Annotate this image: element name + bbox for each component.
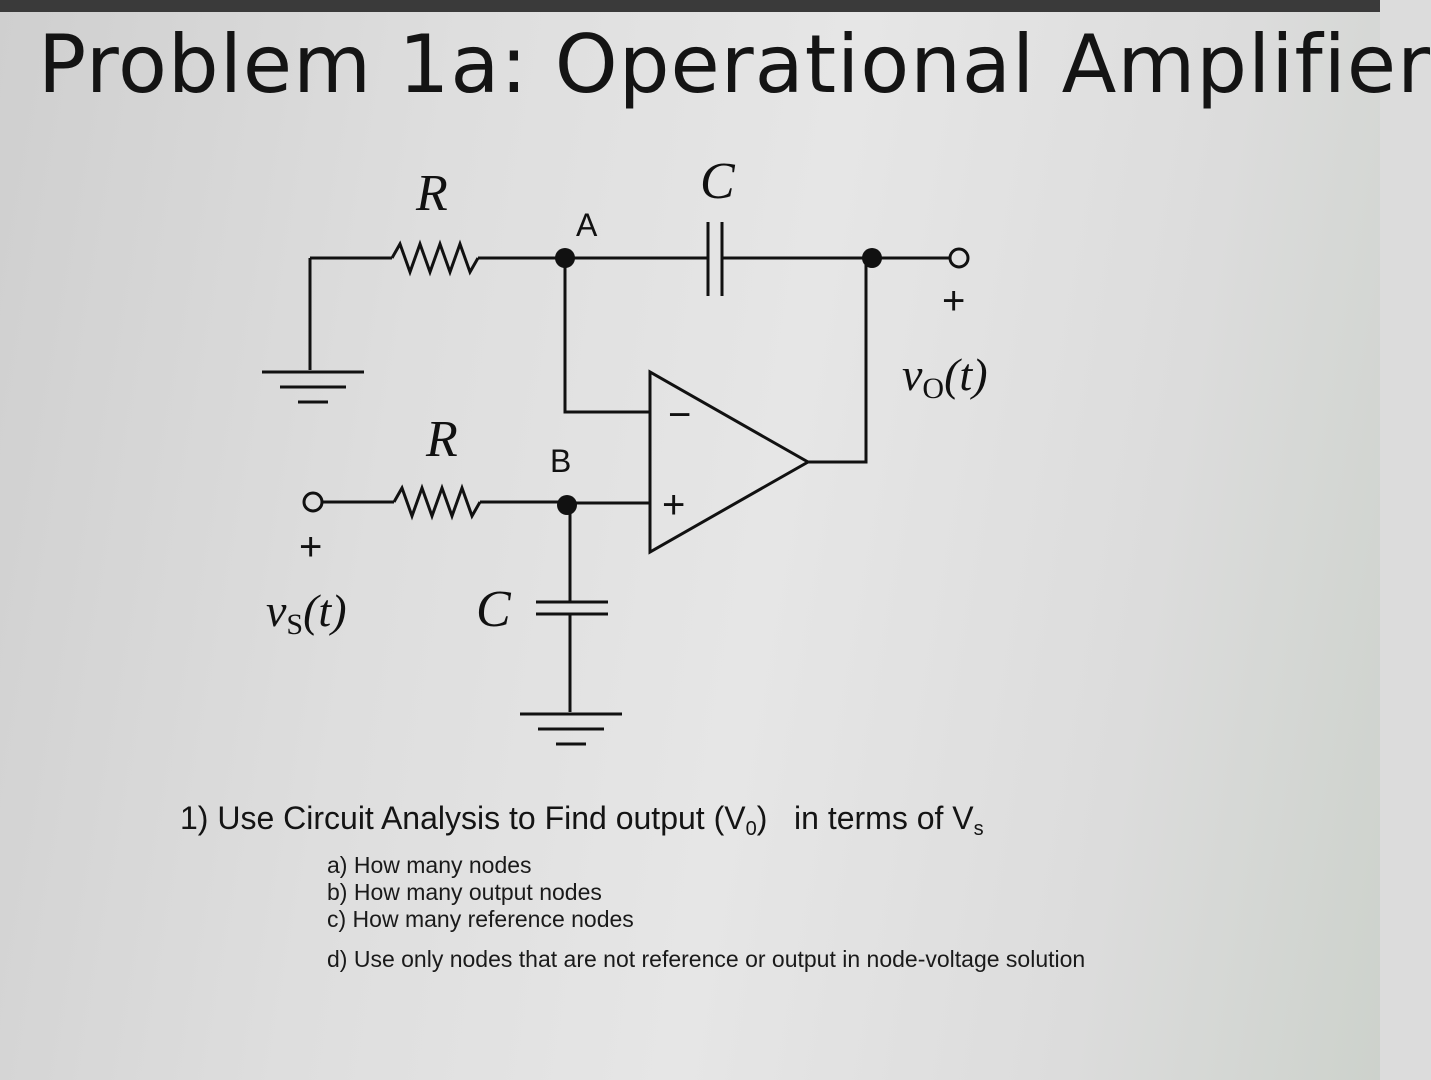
input-terminal-icon (302, 491, 324, 513)
resistor-bottom-label: R (425, 411, 458, 468)
question-main: 1) Use Circuit Analysis to Find output (… (180, 800, 984, 840)
op-amp-triangle-icon (648, 369, 812, 555)
capacitor-top-icon (706, 222, 724, 296)
ground-bottom-icon (520, 712, 622, 746)
subquestion-d: d) Use only nodes that are not reference… (327, 946, 1086, 972)
page-title: Problem 1a: Operational Amplifier (38, 18, 1431, 111)
op-amp-circuit-diagram: R C A R B C + vO(t) + vS(t) − + (262, 153, 988, 746)
slide-background (0, 12, 1380, 1080)
node-b-dot (557, 495, 577, 515)
output-plus-label: + (942, 279, 965, 323)
window-top-bar (0, 0, 1380, 12)
capacitor-bottom-label: C (476, 581, 512, 638)
output-terminal-icon (948, 247, 970, 269)
op-amp-noninverting-sign: + (662, 483, 685, 527)
capacitor-top-label: C (700, 153, 736, 210)
output-voltage-label: vO(t) (902, 349, 988, 405)
input-plus-label: + (299, 525, 322, 569)
wire-node-a-to-inverting-input (563, 258, 650, 414)
resistor-top-icon (390, 239, 480, 277)
op-amp-inverting-sign: − (668, 393, 691, 437)
resistor-top-label: R (415, 165, 448, 222)
subquestion-c: c) How many reference nodes (327, 906, 634, 932)
wire-op-amp-output (808, 258, 868, 464)
capacitor-bottom-icon (536, 600, 608, 616)
ground-left-icon (262, 258, 364, 404)
input-voltage-label: vS(t) (266, 585, 347, 641)
resistor-bottom-icon (392, 483, 482, 521)
subquestion-a: a) How many nodes (327, 852, 532, 878)
subquestion-b: b) How many output nodes (327, 879, 602, 905)
node-b-label: B (550, 443, 571, 479)
node-a-label: A (576, 207, 598, 243)
